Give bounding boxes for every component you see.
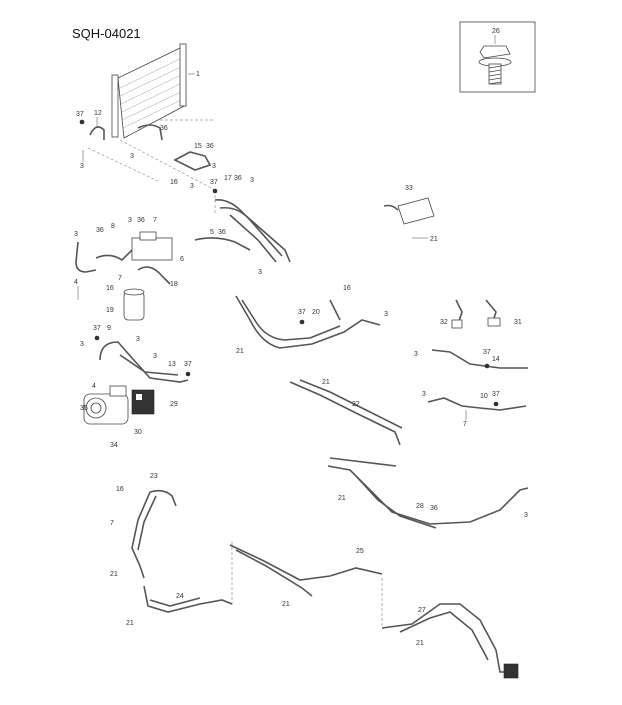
callout-32: 32 <box>440 319 448 326</box>
callout-7d: 7 <box>110 520 114 527</box>
callout-37d: 37 <box>184 361 192 368</box>
callout-3j: 3 <box>80 341 84 348</box>
callout-37g: 37 <box>492 391 500 398</box>
callout-5: 5 <box>210 229 214 236</box>
callout-33: 33 <box>405 185 413 192</box>
callout-28: 28 <box>416 503 424 510</box>
callout-21b: 21 <box>236 348 244 355</box>
callout-37a: 37 <box>76 111 84 118</box>
callout-9: 9 <box>107 325 111 332</box>
callout-12: 12 <box>94 110 102 117</box>
callout-3a: 3 <box>80 163 84 170</box>
callout-16c: 16 <box>343 285 351 292</box>
callout-21a: 21 <box>430 236 438 243</box>
control-module-part <box>383 197 435 225</box>
pressure-switch-part <box>485 299 501 327</box>
callout-16b: 16 <box>106 285 114 292</box>
callout-1: 1 <box>196 71 200 78</box>
compressor-bracket-part <box>131 389 155 415</box>
callout-3i: 3 <box>136 336 140 343</box>
callout-36b: 36 <box>206 143 214 150</box>
callout-23: 23 <box>150 473 158 480</box>
callout-3b: 3 <box>130 153 134 160</box>
callout-36f: 36 <box>137 217 145 224</box>
callout-3l: 3 <box>384 311 388 318</box>
callout-18: 18 <box>170 281 178 288</box>
callout-13: 13 <box>168 361 176 368</box>
callout-3e: 3 <box>250 177 254 184</box>
callout-21f: 21 <box>126 620 134 627</box>
callout-3g: 3 <box>74 231 78 238</box>
compressor-part <box>83 385 129 425</box>
callout-3f: 3 <box>258 269 262 276</box>
hose-end-fitting-part <box>503 663 519 679</box>
callout-21c: 21 <box>322 379 330 386</box>
callout-7b: 7 <box>118 275 122 282</box>
callout-3n: 3 <box>422 391 426 398</box>
callout-8: 8 <box>111 223 115 230</box>
diagram-code: SQH-04021 <box>72 26 141 41</box>
callout-34: 34 <box>110 442 118 449</box>
callout-17: 17 <box>224 175 232 182</box>
receiver-drier-part <box>123 288 145 321</box>
callout-3d: 3 <box>212 163 216 170</box>
callout-36a: 36 <box>160 125 168 132</box>
bolt-thread-icon <box>488 63 502 85</box>
callout-36d: 36 <box>218 229 226 236</box>
callout-36e: 36 <box>96 227 104 234</box>
callout-3h: 3 <box>128 217 132 224</box>
callout-21g: 21 <box>282 601 290 608</box>
callout-3o: 3 <box>524 512 528 519</box>
callout-30: 30 <box>134 429 142 436</box>
callout-27: 27 <box>418 607 426 614</box>
callout-15: 15 <box>194 143 202 150</box>
callout-14: 14 <box>492 356 500 363</box>
callout-3k: 3 <box>153 353 157 360</box>
callout-25: 25 <box>356 548 364 555</box>
callout-36g: 36 <box>430 505 438 512</box>
expansion-valve-part <box>131 231 173 261</box>
callout-37e: 37 <box>298 309 306 316</box>
condenser-part <box>111 43 187 139</box>
callout-21d: 21 <box>338 495 346 502</box>
callout-24: 24 <box>176 593 184 600</box>
callout-21h: 21 <box>416 640 424 647</box>
callout-37c: 37 <box>93 325 101 332</box>
callout-35: 35 <box>80 405 88 412</box>
callout-7a: 7 <box>153 217 157 224</box>
callout-22: 22 <box>352 401 360 408</box>
callout-4b: 4 <box>92 383 96 390</box>
callout-3c: 3 <box>190 183 194 190</box>
callout-21e: 21 <box>110 571 118 578</box>
callout-31: 31 <box>514 319 522 326</box>
callout-29: 29 <box>170 401 178 408</box>
callout-4a: 4 <box>74 279 78 286</box>
callout-37b: 37 <box>210 179 218 186</box>
pressure-sensor-part <box>451 299 463 329</box>
callout-37f: 37 <box>483 349 491 356</box>
callout-6: 6 <box>180 256 184 263</box>
bolt-head-icon <box>479 45 511 59</box>
callout-16d: 16 <box>116 486 124 493</box>
inset-bolt-detail: 26 <box>459 21 536 93</box>
callout-36c: 36 <box>234 175 242 182</box>
callout-26: 26 <box>492 28 500 35</box>
callout-19: 19 <box>106 307 114 314</box>
callout-3m: 3 <box>414 351 418 358</box>
callout-20: 20 <box>312 309 320 316</box>
callout-7c: 7 <box>463 421 467 428</box>
callout-10: 10 <box>480 393 488 400</box>
callout-16a: 16 <box>170 179 178 186</box>
